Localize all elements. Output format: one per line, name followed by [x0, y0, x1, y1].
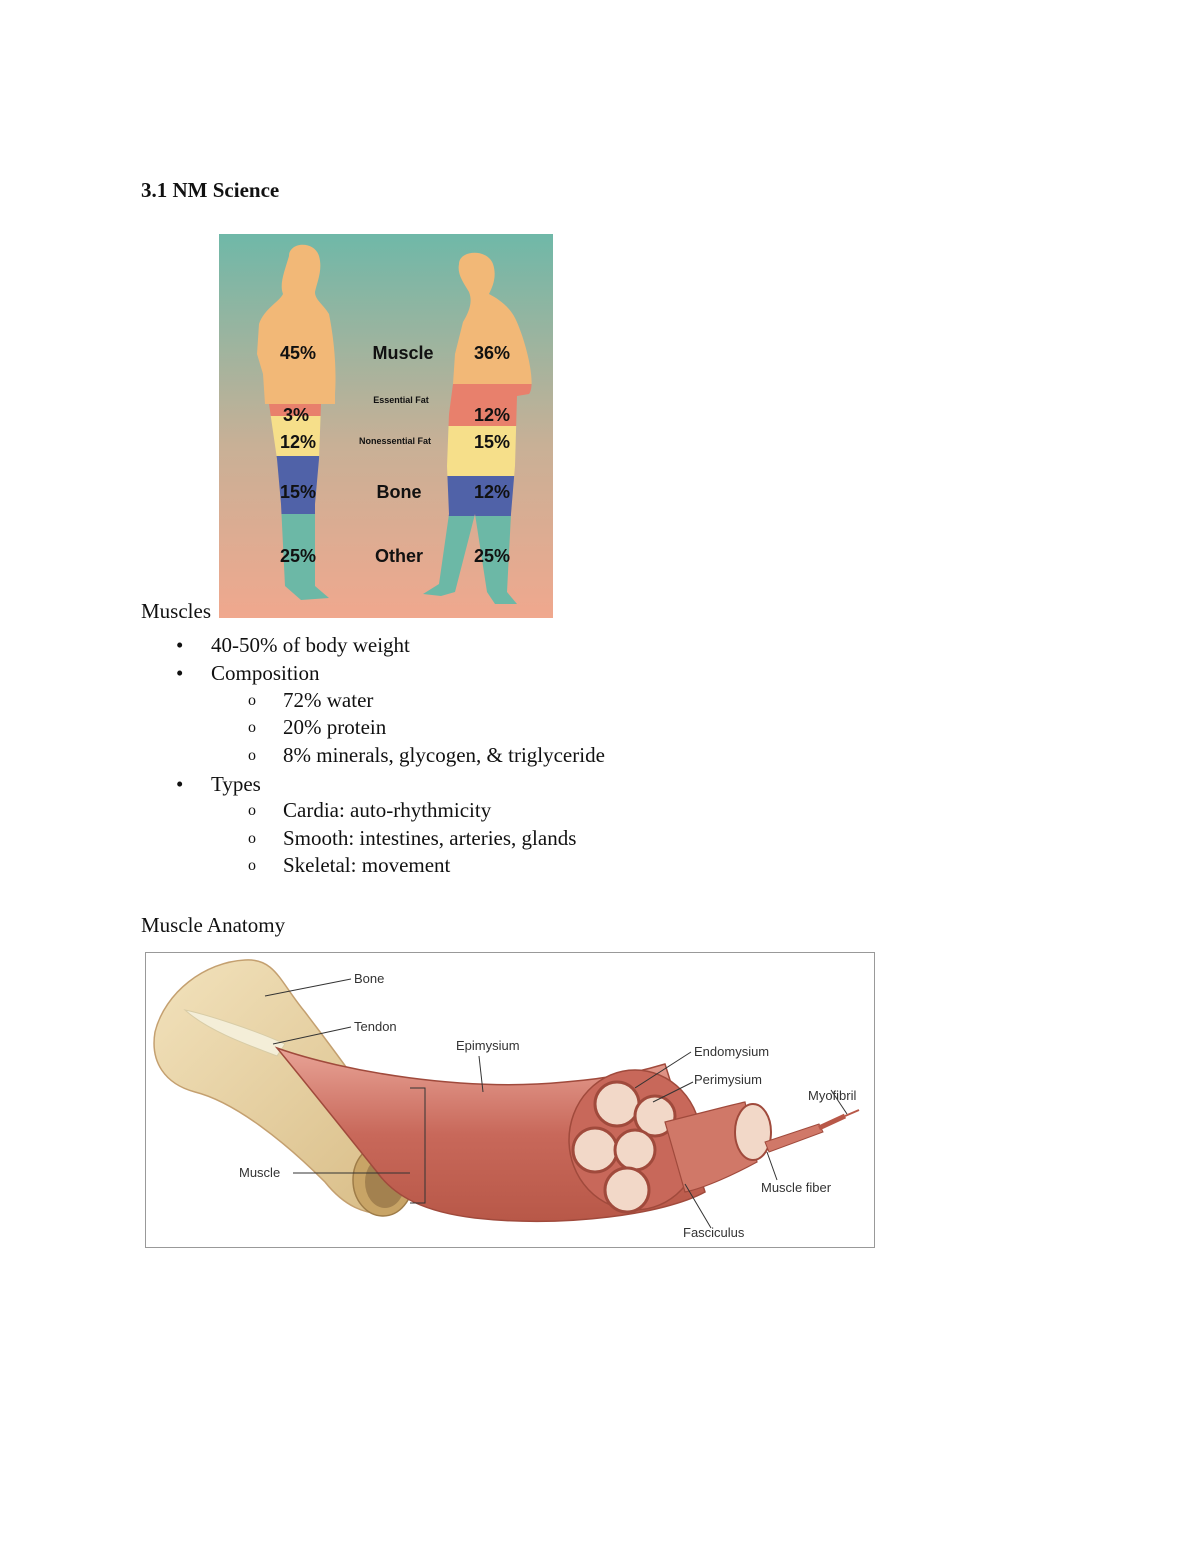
fasciculus-label: Fasciculus: [683, 1225, 745, 1240]
muscle-anatomy-figure: Bone Tendon Epimysium Endomysium Perimys…: [145, 952, 875, 1248]
list-sub-item: Smooth: intestines, arteries, glands: [283, 826, 577, 850]
list-sub-item: Skeletal: movement: [283, 853, 451, 877]
list-item: Types: [211, 772, 261, 796]
male-nonessential-fat-value: 12%: [280, 432, 316, 452]
list-bullet: •: [176, 661, 184, 685]
male-other-value: 25%: [280, 546, 316, 566]
muscle-label: Muscle: [239, 1165, 280, 1180]
female-muscle-value: 36%: [474, 343, 510, 363]
muscle-row-label: Muscle: [372, 343, 433, 363]
list-item: 40-50% of body weight: [211, 633, 410, 657]
list-bullet: •: [176, 772, 184, 796]
bone-row-label: Bone: [377, 482, 422, 502]
bone-label: Bone: [354, 971, 384, 986]
list-sub-item: 8% minerals, glycogen, & triglyceride: [283, 743, 605, 767]
fasciculus-cross-section: [734, 1103, 772, 1161]
list-sub-bullet: o: [248, 747, 256, 764]
list-sub-bullet: o: [248, 719, 256, 736]
male-essential-fat-value: 3%: [283, 405, 309, 425]
myofibril-label: Myofibril: [808, 1088, 857, 1103]
list-bullet: •: [176, 633, 184, 657]
nonessential-fat-row-label: Nonessential Fat: [359, 436, 431, 446]
list-sub-bullet: o: [248, 830, 256, 847]
list-sub-bullet: o: [248, 692, 256, 709]
epimysium-label: Epimysium: [456, 1038, 520, 1053]
muscle-fiber-label: Muscle fiber: [761, 1180, 832, 1195]
muscles-section-title: Muscles: [141, 599, 211, 623]
tendon-label: Tendon: [354, 1019, 397, 1034]
endomysium-label: Endomysium: [694, 1044, 769, 1059]
list-sub-bullet: o: [248, 802, 256, 819]
list-sub-item: 72% water: [283, 688, 374, 712]
female-essential-fat-value: 12%: [474, 405, 510, 425]
essential-fat-row-label: Essential Fat: [373, 395, 429, 405]
list-sub-bullet: o: [248, 857, 256, 874]
body-composition-figure: 45% Muscle 36% Essential Fat 3% 12% 12% …: [219, 234, 553, 618]
male-bone-value: 15%: [280, 482, 316, 502]
anatomy-section-title: Muscle Anatomy: [141, 913, 286, 937]
list-sub-item: 20% protein: [283, 715, 387, 739]
list-item: Composition: [211, 661, 320, 685]
male-muscle-value: 45%: [280, 343, 316, 363]
other-row-label: Other: [375, 546, 423, 566]
female-bone-value: 12%: [474, 482, 510, 502]
page-title: 3.1 NM Science: [141, 178, 280, 202]
muscle-fiber-shape: [764, 1123, 824, 1153]
female-other-value: 25%: [474, 546, 510, 566]
fascicle-bundle: [568, 1069, 702, 1214]
myofibril-shape: [817, 1113, 847, 1131]
list-sub-item: Cardia: auto-rhythmicity: [283, 798, 492, 822]
perimysium-label: Perimysium: [694, 1072, 762, 1087]
female-nonessential-fat-value: 15%: [474, 432, 510, 452]
